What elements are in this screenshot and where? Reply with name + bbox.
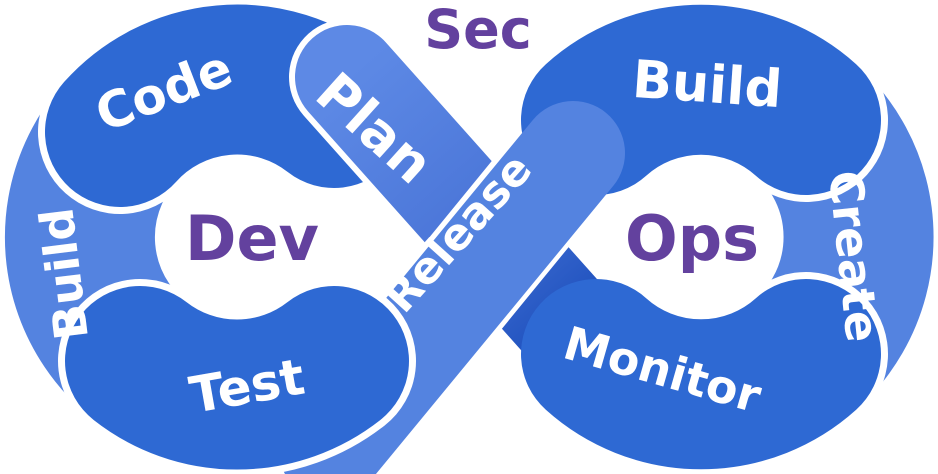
- test-arc: [65, 286, 409, 470]
- build-right-label: Build: [631, 50, 784, 120]
- monitor-arc: [521, 279, 881, 470]
- build-arc: [521, 4, 881, 195]
- sec-word: Sec: [424, 0, 532, 61]
- ops-word: Ops: [625, 202, 759, 275]
- dev-word: Dev: [185, 202, 319, 275]
